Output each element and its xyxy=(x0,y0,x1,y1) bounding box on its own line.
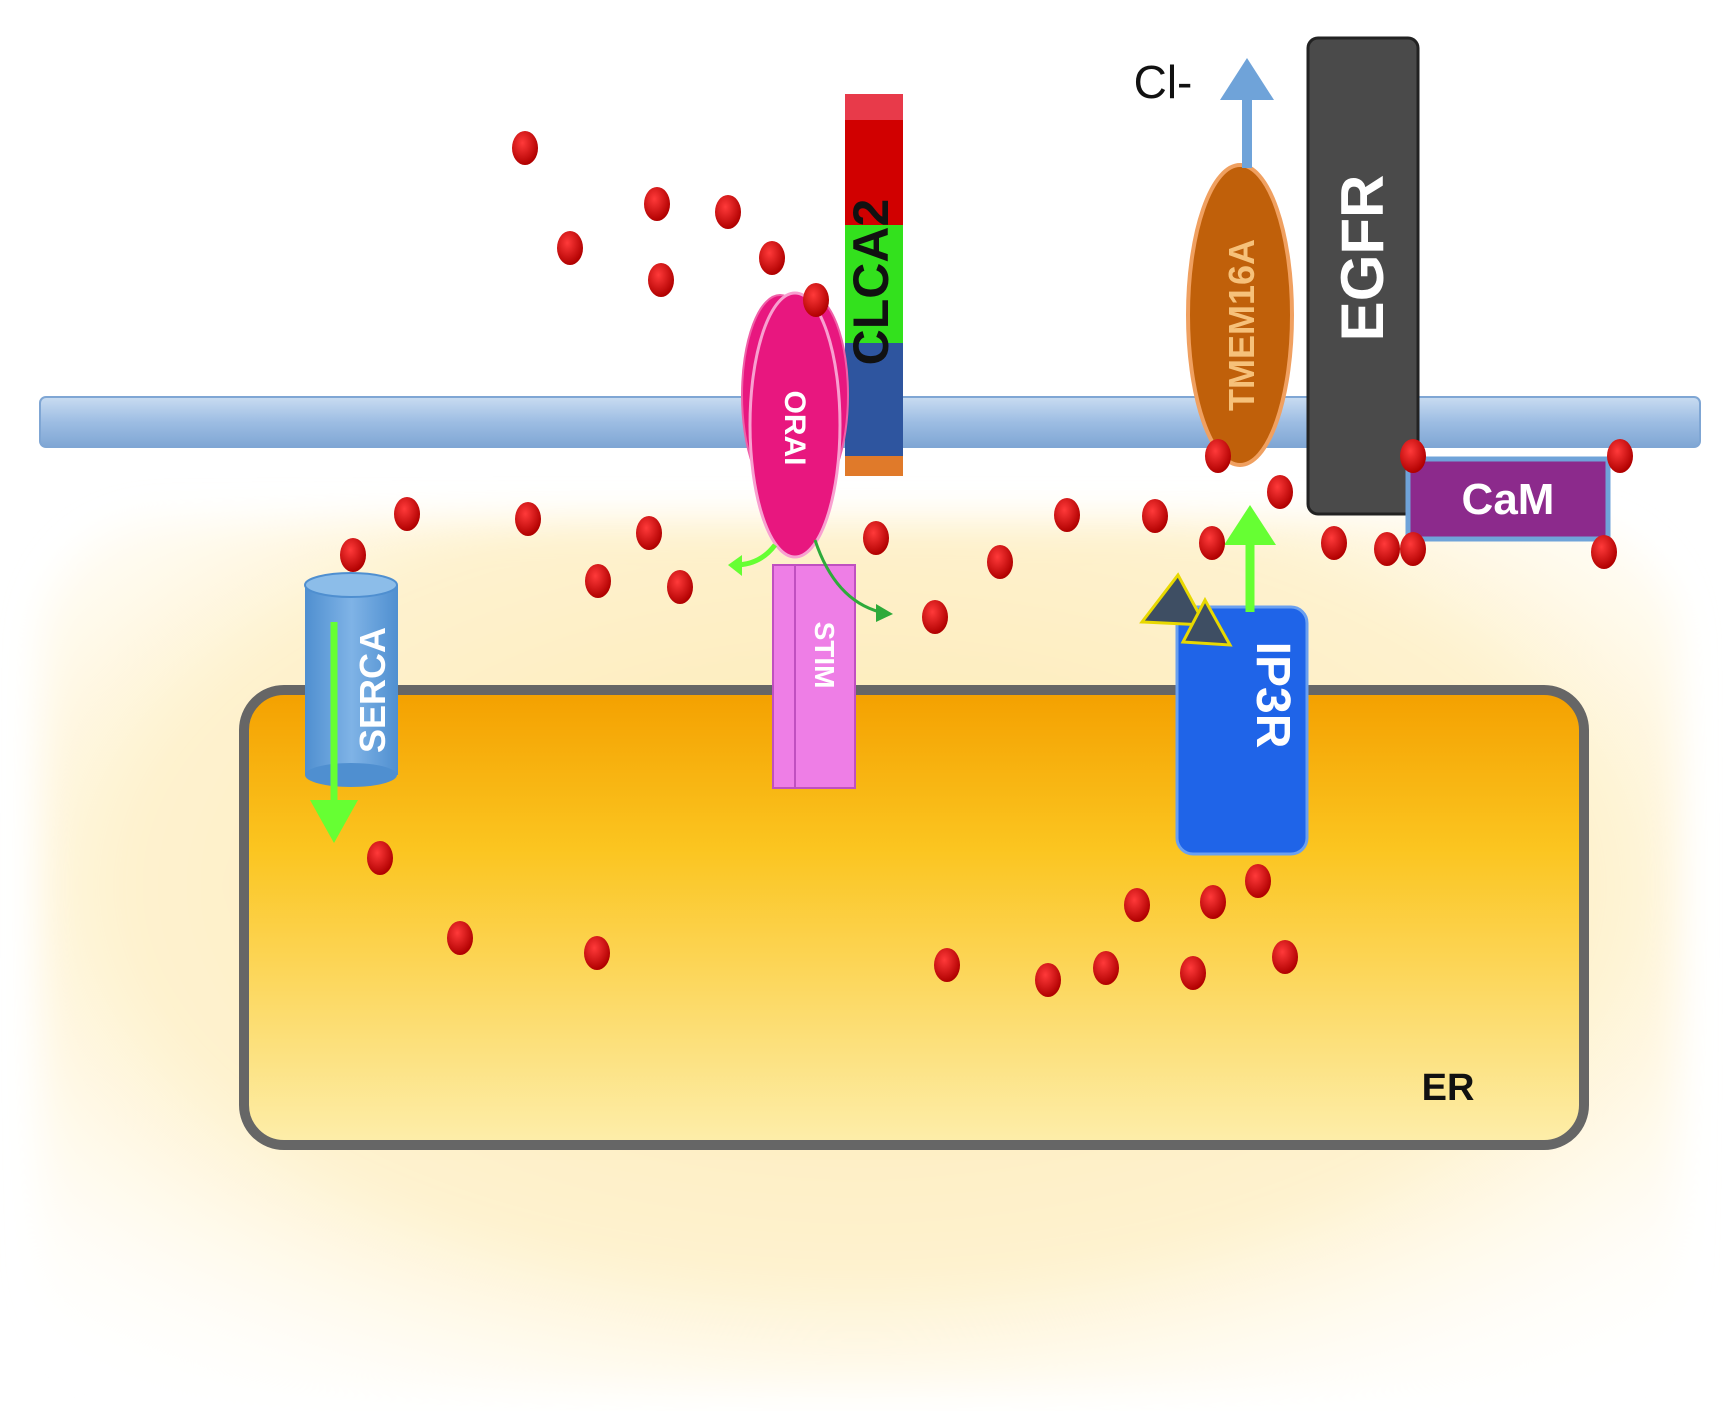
calcium-ion-icon xyxy=(1267,475,1293,509)
calcium-ion-icon xyxy=(1321,526,1347,560)
calcium-ion-icon xyxy=(1124,888,1150,922)
calcium-ion-icon xyxy=(512,131,538,165)
serca-pump: SERCA xyxy=(304,572,398,787)
calcium-ion-icon xyxy=(644,187,670,221)
calcium-ion-icon xyxy=(585,564,611,598)
calcium-ion-icon xyxy=(1142,499,1168,533)
orai-right-arrowhead-icon xyxy=(876,604,893,622)
calcium-ion-icon xyxy=(934,948,960,982)
ip3r-arrowhead-icon xyxy=(1224,505,1276,545)
calmodulin: CaM xyxy=(1405,456,1611,542)
calcium-ion-icon xyxy=(863,521,889,555)
egfr-label: EGFR xyxy=(1329,175,1396,342)
calcium-ion-icon xyxy=(557,231,583,265)
serca-label: SERCA xyxy=(352,627,393,753)
calcium-ion-icon xyxy=(367,841,393,875)
calcium-ion-icon xyxy=(1400,532,1426,566)
ip3r-receptor: IP3R xyxy=(1175,605,1309,856)
tmem16a-label: TMEM16A xyxy=(1221,239,1262,411)
egfr-receptor: EGFR xyxy=(1306,36,1420,516)
clca2-protein: CLCA2 xyxy=(843,94,903,476)
calcium-ion-icon xyxy=(1180,956,1206,990)
calcium-ion-icon xyxy=(1205,439,1231,473)
er-label: ER xyxy=(1422,1067,1475,1109)
stim-protein: STIM xyxy=(772,564,856,789)
calcium-ion-icon xyxy=(1054,498,1080,532)
calcium-ion-icon xyxy=(394,497,420,531)
ip3r-label: IP3R xyxy=(1246,642,1299,749)
calcium-ion-icon xyxy=(922,600,948,634)
orai-label: ORAI xyxy=(778,391,811,466)
serca-arrowhead-icon xyxy=(310,800,358,843)
calcium-ion-icon xyxy=(584,936,610,970)
calcium-ion-icon xyxy=(1200,885,1226,919)
calcium-ion-icon xyxy=(648,263,674,297)
calcium-ion-icon xyxy=(1035,963,1061,997)
chloride-label: Cl- xyxy=(1134,56,1193,108)
calcium-ion-icon xyxy=(1245,864,1271,898)
orai-left-arrowhead-icon xyxy=(728,555,742,576)
calcium-ion-icon xyxy=(447,921,473,955)
endoplasmic-reticulum xyxy=(239,685,1589,1150)
calcium-ion-icon xyxy=(1591,535,1617,569)
calcium-ion-icon xyxy=(715,195,741,229)
clca2-label: CLCA2 xyxy=(843,199,899,366)
calcium-ion-icon xyxy=(1272,940,1298,974)
chloride-arrowhead-icon xyxy=(1220,58,1274,100)
calcium-ion-icon xyxy=(340,538,366,572)
calcium-ion-icon xyxy=(759,241,785,275)
ip3-ligand-icon xyxy=(1139,572,1233,647)
calcium-ion-icon xyxy=(667,570,693,604)
calcium-ion-icon xyxy=(1199,526,1225,560)
calcium-ion-icon xyxy=(1374,532,1400,566)
tmem16a-channel: TMEM16A xyxy=(1186,163,1294,467)
cam-label: CaM xyxy=(1462,475,1555,524)
orai-right-arrow-icon xyxy=(813,539,881,614)
calcium-ion-icon xyxy=(1400,439,1426,473)
calcium-ion-icon xyxy=(1093,951,1119,985)
calcium-ions xyxy=(340,131,1633,997)
calcium-ion-icon xyxy=(515,502,541,536)
calcium-ion-icon xyxy=(987,545,1013,579)
stim-label: STIM xyxy=(809,622,840,689)
calcium-ion-icon xyxy=(636,516,662,550)
orai-channel: ORAI xyxy=(741,291,849,559)
calcium-ion-icon xyxy=(1607,439,1633,473)
calcium-ion-icon xyxy=(803,283,829,317)
